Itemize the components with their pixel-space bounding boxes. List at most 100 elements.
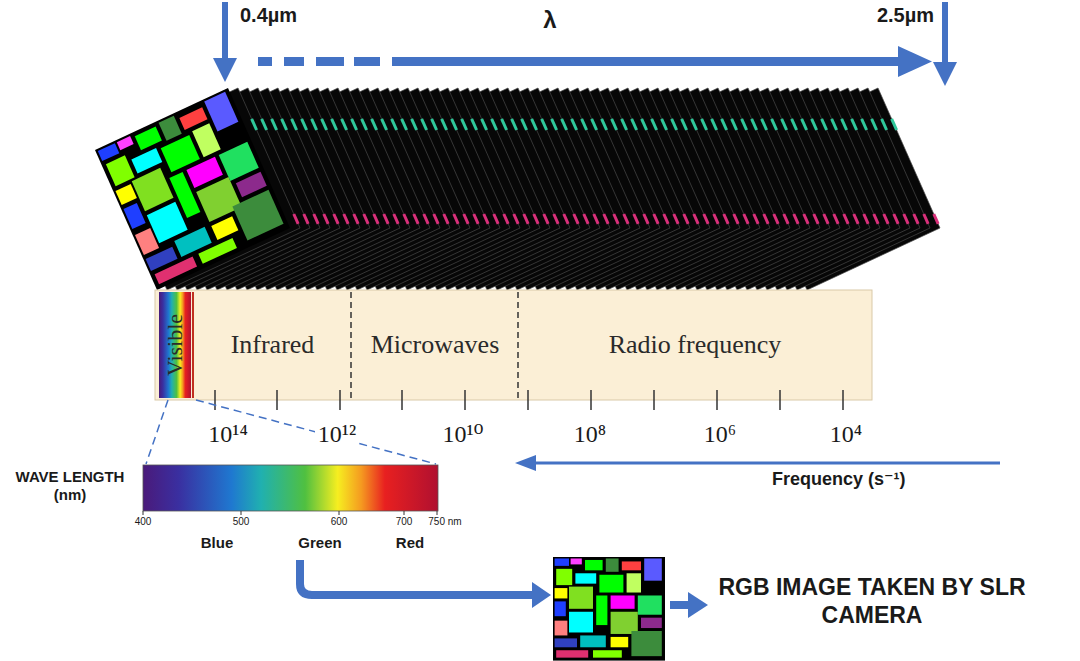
spectrum-band: Microwaves — [354, 292, 516, 398]
band-stripe — [714, 214, 718, 224]
band-stripe — [572, 119, 577, 130]
band-stripe — [472, 119, 477, 130]
band-stripe — [382, 119, 387, 130]
band-stripe — [352, 119, 357, 130]
band-stripe — [474, 214, 478, 224]
band-stripe — [762, 119, 767, 130]
band-stripe — [674, 214, 678, 224]
band-stripe — [252, 119, 257, 130]
band-stripe — [914, 214, 918, 224]
band-stripe — [764, 214, 768, 224]
band-name: Infrared — [231, 330, 315, 360]
wavelength-tick: 500 — [224, 516, 258, 528]
band-stripe — [404, 214, 408, 224]
band-stripe — [364, 214, 368, 224]
band-stripe — [832, 119, 837, 130]
wavelength-start: 0.4µm — [240, 3, 330, 27]
zoom-lines — [146, 400, 436, 464]
band-stripe — [872, 119, 877, 130]
band-stripe — [312, 119, 317, 130]
band-name: Visible — [162, 314, 188, 376]
wavelength-tick: 700 — [387, 516, 421, 528]
band-stripe — [792, 119, 797, 130]
band-stripe — [712, 119, 717, 130]
band-stripe — [862, 119, 867, 130]
band-stripe — [782, 119, 787, 130]
band-stripe — [574, 214, 578, 224]
band-stripe — [794, 214, 798, 224]
frequency-tick: 10⁴ — [827, 420, 865, 449]
band-stripe — [302, 119, 307, 130]
band-stripe — [534, 214, 538, 224]
band-stripe — [612, 119, 617, 130]
band-stripe — [454, 214, 458, 224]
image-caption: RGB IMAGE TAKEN BY SLR CAMERA — [712, 574, 1032, 629]
band-stripe — [334, 214, 338, 224]
band-stripe — [852, 119, 857, 130]
band-stripe — [704, 214, 708, 224]
band-stripe — [422, 119, 427, 130]
band-stripe — [512, 119, 517, 130]
band-stripe — [884, 214, 888, 224]
wavelength-arrows — [213, 2, 957, 86]
wavelength-tick: 600 — [322, 516, 356, 528]
band-stripe — [594, 214, 598, 224]
band-stripe — [444, 214, 448, 224]
band-stripe — [414, 214, 418, 224]
band-stripe — [694, 214, 698, 224]
band-name: Microwaves — [371, 330, 500, 360]
band-stripe — [322, 119, 327, 130]
spectrum-band: Infrared — [196, 292, 349, 398]
band-stripe — [644, 214, 648, 224]
band-stripe — [672, 119, 677, 130]
color-name: Green — [284, 534, 356, 552]
band-stripe — [814, 214, 818, 224]
band-stripe — [882, 119, 887, 130]
frequency-tick: 10¹² — [315, 420, 359, 449]
axis-title: Frequency (s⁻¹) — [772, 469, 982, 491]
band-stripe — [824, 214, 828, 224]
band-stripe — [554, 214, 558, 224]
band-stripe — [392, 119, 397, 130]
band-stripe — [362, 119, 367, 130]
band-stripe — [344, 214, 348, 224]
frequency-tick: 10¹⁴ — [205, 420, 251, 449]
frequency-tick: 10⁸ — [571, 420, 609, 449]
band-stripe — [892, 119, 897, 130]
band-stripe — [582, 119, 587, 130]
band-stripe — [602, 119, 607, 130]
spectrum-bar — [155, 290, 872, 410]
band-stripe — [864, 214, 868, 224]
band-stripe — [702, 119, 707, 130]
band-stripe — [262, 119, 267, 130]
frequency-arrow — [515, 455, 1000, 471]
band-stripe — [374, 214, 378, 224]
band-stripe — [544, 214, 548, 224]
wavelength-end: 2.5µm — [842, 3, 934, 27]
band-stripe — [724, 214, 728, 224]
band-name: Radio frequency — [609, 330, 782, 360]
band-stripe — [904, 214, 908, 224]
band-stripe — [394, 214, 398, 224]
rgb-image — [553, 557, 665, 661]
band-stripe — [492, 119, 497, 130]
band-stripe — [522, 119, 527, 130]
band-stripe — [652, 119, 657, 130]
band-stripe — [532, 119, 537, 130]
band-stripe — [842, 119, 847, 130]
band-stripe — [732, 119, 737, 130]
band-stripe — [272, 119, 277, 130]
band-stripe — [464, 214, 468, 224]
band-stripe — [402, 119, 407, 130]
band-stripe — [514, 214, 518, 224]
band-stripe — [742, 119, 747, 130]
band-stripe — [894, 214, 898, 224]
band-stripe — [462, 119, 467, 130]
band-stripe — [482, 119, 487, 130]
band-stripe — [834, 214, 838, 224]
band-stripe — [784, 214, 788, 224]
band-stripe — [654, 214, 658, 224]
spectrum-band: Visible — [158, 292, 192, 398]
